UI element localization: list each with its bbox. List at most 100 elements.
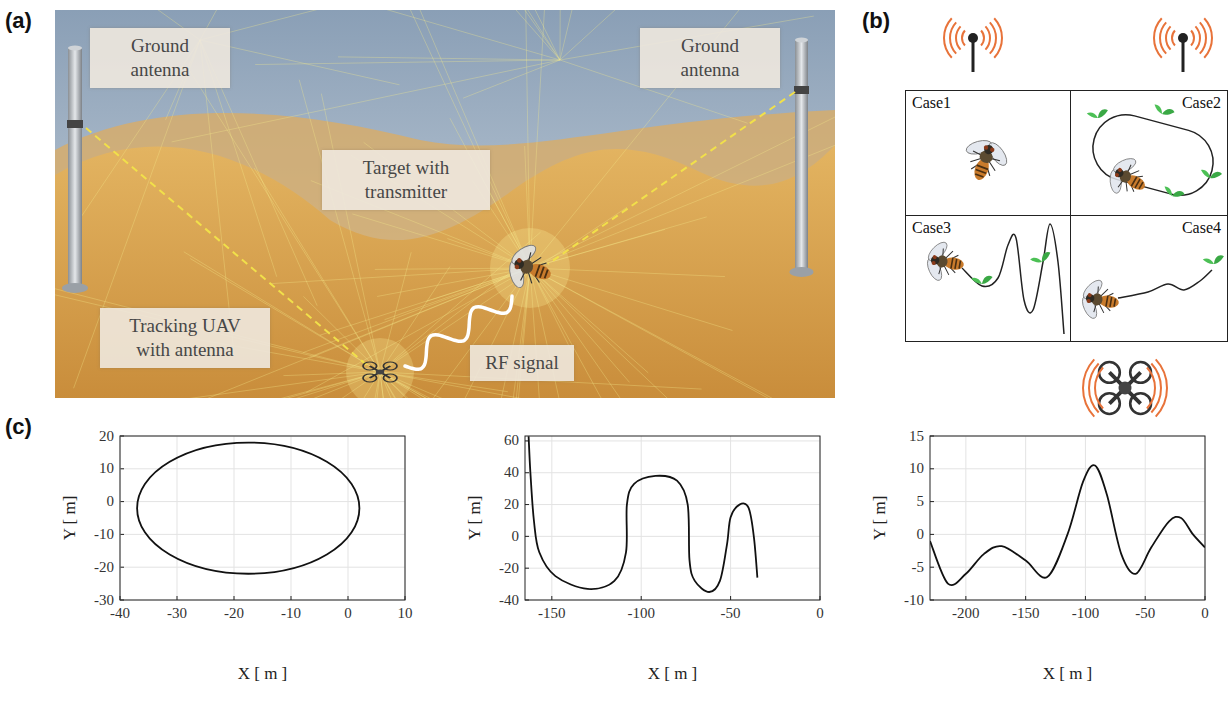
tick-label: -100 — [627, 605, 655, 622]
case-title: Case3 — [912, 219, 1064, 237]
plot — [177, 596, 178, 600]
callout-text: Ground antenna — [104, 34, 216, 82]
plot — [120, 534, 405, 535]
signal-arcs — [1147, 368, 1155, 409]
signal-arcs — [962, 31, 965, 46]
tick-label: -150 — [1012, 605, 1040, 622]
tick-label: 15 — [909, 428, 924, 445]
plot — [930, 436, 1205, 600]
plot — [120, 436, 405, 600]
scene-illustration — [548, 92, 795, 264]
case-title: Case4 — [1077, 219, 1221, 237]
plot — [120, 534, 124, 535]
panel-label: (c) — [5, 414, 32, 440]
plot — [525, 536, 820, 537]
signal-arcs — [1151, 363, 1161, 412]
axis-label: X [ m ] — [1043, 664, 1093, 684]
signal-rays — [321, 94, 380, 372]
plot — [730, 596, 731, 600]
cases-illustration — [1087, 106, 1110, 121]
signal-arcs — [1195, 26, 1200, 49]
callout-text: RF signal — [484, 351, 560, 375]
signal-rays — [255, 60, 560, 65]
trajectory-plots — [120, 436, 1205, 600]
cases-illustration — [921, 237, 967, 287]
signal-arcs — [985, 26, 990, 49]
plot — [120, 567, 124, 568]
plot — [525, 436, 820, 600]
plot — [1025, 596, 1026, 600]
callout-text: Tracking UAV with antenna — [114, 314, 256, 362]
cases-illustration — [962, 224, 1064, 334]
tick-label: -200 — [952, 605, 980, 622]
plot — [234, 596, 235, 600]
signal-arcs — [1156, 359, 1167, 416]
signal-arcs — [1154, 18, 1162, 58]
cases-illustration — [1030, 249, 1052, 267]
signal-rays — [332, 10, 560, 60]
plot — [291, 596, 292, 600]
plot — [965, 596, 966, 600]
signal-rays — [55, 372, 380, 398]
signal-rays — [560, 10, 561, 60]
signal-arcs — [1166, 26, 1171, 49]
axis-label: Y [ m] — [465, 496, 485, 541]
tick-label: 0 — [344, 605, 352, 622]
plot — [525, 436, 820, 600]
tick-label: 10 — [398, 605, 413, 622]
signal-rays — [490, 228, 570, 308]
plot — [120, 501, 124, 502]
plot — [1085, 436, 1086, 600]
signal-rays — [406, 10, 530, 268]
case-panel: Case2 — [1070, 90, 1228, 216]
scene-illustration — [68, 48, 82, 286]
tick-label: -5 — [912, 559, 925, 576]
tick-label: -20 — [94, 559, 114, 576]
plot — [348, 596, 349, 600]
case-title: Case2 — [1077, 94, 1221, 112]
plot — [348, 436, 349, 600]
tick-label: 40 — [504, 464, 519, 481]
tick-label: -20 — [224, 605, 244, 622]
plot — [1085, 596, 1086, 600]
plot — [234, 436, 235, 600]
signal-arcs — [1200, 22, 1206, 53]
scene-illustration — [795, 38, 808, 43]
signal-rays — [530, 268, 835, 398]
tick-label: -40 — [110, 605, 130, 622]
plot — [177, 436, 178, 600]
tick-label: 0 — [512, 528, 520, 545]
signal-rays — [338, 57, 560, 60]
plot — [525, 504, 820, 505]
scene-illustration — [55, 145, 835, 398]
cases-illustration — [1118, 270, 1212, 298]
callout-box: Tracking UAV with antenna — [100, 308, 270, 368]
signal-rays — [530, 122, 835, 268]
case-panel: Case3 — [905, 215, 1071, 342]
plot — [930, 534, 934, 535]
signal-arcs — [1160, 22, 1166, 53]
callout-box: RF signal — [470, 345, 574, 381]
signal-rays — [530, 268, 835, 398]
plot — [120, 468, 405, 469]
cases-illustration — [1163, 186, 1185, 198]
callout-box: Target with transmitter — [322, 150, 490, 210]
cases-illustration — [955, 131, 1015, 188]
plot — [930, 468, 934, 469]
scene-illustration — [363, 362, 397, 382]
signal-rays — [55, 292, 380, 372]
plot — [137, 443, 359, 574]
tick-label: 10 — [909, 460, 924, 477]
tick-label: -10 — [281, 605, 301, 622]
tick-label: 20 — [99, 428, 114, 445]
scene-illustration — [790, 267, 814, 277]
cases-illustration — [1201, 170, 1222, 178]
tick-label: 10 — [99, 460, 114, 477]
plot — [525, 568, 820, 569]
antenna-icon — [1178, 33, 1188, 43]
plot — [525, 472, 529, 473]
plot — [525, 472, 820, 473]
tick-label: -150 — [538, 605, 566, 622]
plot — [529, 436, 758, 592]
signal-arcs — [1204, 18, 1212, 58]
